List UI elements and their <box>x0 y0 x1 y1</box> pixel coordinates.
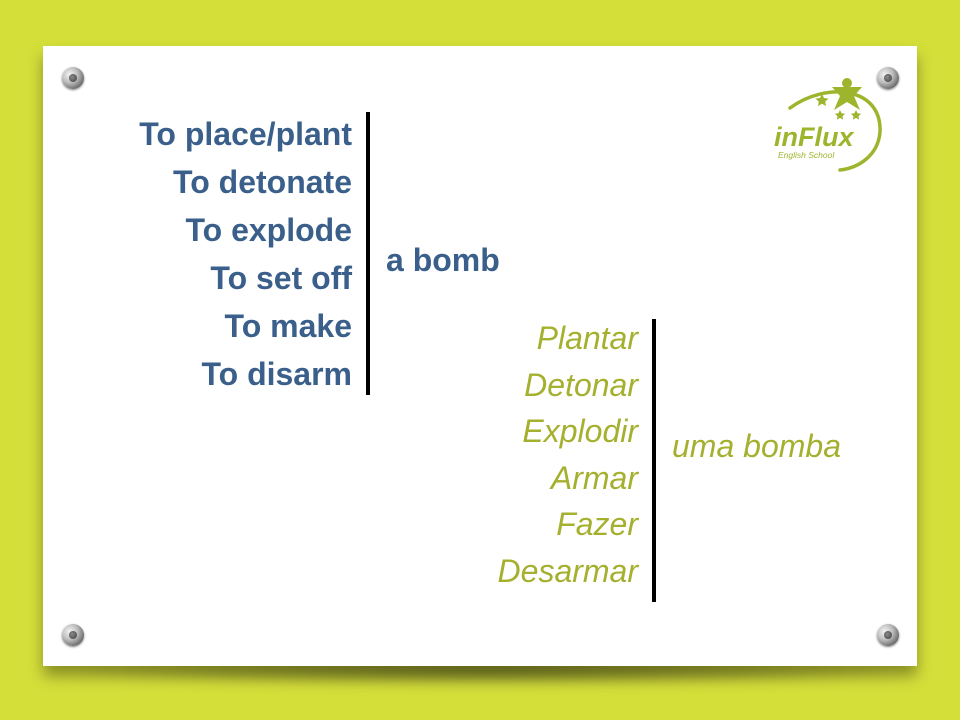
english-divider-bar <box>366 112 370 395</box>
portuguese-verb: Armar <box>550 459 638 496</box>
star-icon <box>834 110 846 120</box>
portuguese-object: uma bomba <box>672 428 841 464</box>
portuguese-verb: Plantar <box>536 320 638 356</box>
portuguese-verb-list: Plantar Detonar Explodir Armar Fazer Des… <box>440 315 638 594</box>
screw-icon-top-left <box>62 67 84 89</box>
screw-icon-bottom-right <box>877 624 899 646</box>
english-verb: To detonate <box>173 164 352 200</box>
english-verb: To explode <box>185 212 352 248</box>
english-verb: To place/plant <box>139 116 352 152</box>
whiteboard <box>43 46 917 666</box>
influx-logo: inFlux English School <box>774 78 882 172</box>
star-icon <box>850 110 862 120</box>
star-icon <box>815 94 829 106</box>
screw-icon-top-right <box>877 67 899 89</box>
portuguese-divider-bar <box>652 319 656 602</box>
english-verb: To set off <box>210 260 352 296</box>
portuguese-verb: Desarmar <box>497 552 638 589</box>
logo-wordmark: inFlux <box>774 122 854 152</box>
logo-tagline: English School <box>778 150 835 160</box>
english-object: a bomb <box>386 242 500 278</box>
portuguese-verb: Fazer <box>556 506 638 542</box>
person-star-icon <box>832 78 862 110</box>
portuguese-verb: Explodir <box>522 413 638 449</box>
english-verb: To disarm <box>201 356 352 392</box>
portuguese-verb: Detonar <box>524 366 638 403</box>
english-verb: To make <box>224 308 352 344</box>
logo-swoosh <box>788 90 882 172</box>
screw-icon-bottom-left <box>62 624 84 646</box>
english-verb-list: To place/plant To detonate To explode To… <box>100 110 352 398</box>
